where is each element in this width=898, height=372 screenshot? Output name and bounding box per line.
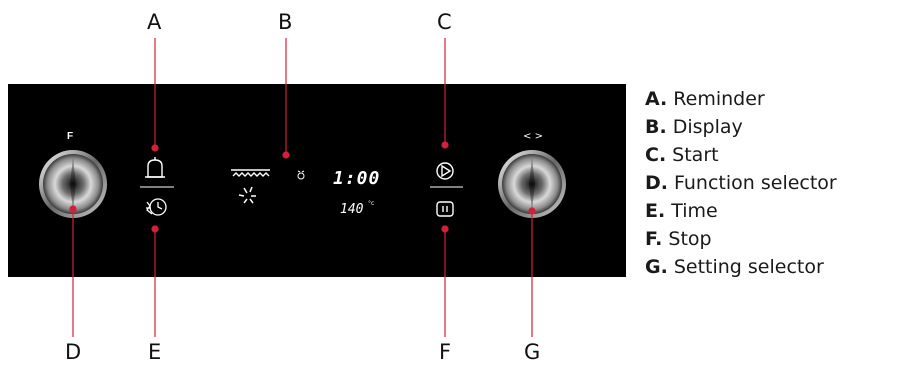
leader-f-dot — [441, 225, 449, 233]
legend-item-reminder: A.Reminder — [645, 88, 765, 110]
legend-item-setting-selector: G.Setting selector — [645, 256, 824, 278]
play-icon[interactable] — [436, 162, 454, 180]
grill-icon — [231, 169, 270, 177]
bell-icon[interactable] — [145, 157, 165, 178]
fan-icon — [238, 186, 256, 204]
callout-d: D — [65, 340, 82, 364]
leader-a-dot — [151, 144, 159, 152]
alarm-icon — [297, 170, 305, 180]
function-selector-knob[interactable] — [39, 150, 107, 218]
callout-b: B — [278, 10, 293, 34]
setting-selector-knob[interactable] — [498, 150, 566, 218]
legend-item-start: C.Start — [645, 144, 719, 166]
legend-item-time: E.Time — [645, 200, 718, 222]
leader-e-dot — [151, 225, 159, 233]
timer-icon[interactable] — [146, 198, 167, 216]
leader-g-dot — [528, 207, 536, 215]
callout-g: G — [524, 340, 541, 364]
legend: A.Reminder B.Display C.Start D.Function … — [645, 85, 837, 281]
display-temperature-unit: °c — [368, 200, 374, 207]
leader-d-dot — [69, 205, 77, 213]
callout-a: A — [147, 10, 162, 34]
legend-item-stop: F.Stop — [645, 228, 712, 250]
legend-item-display: B.Display — [645, 116, 743, 138]
display-time: 1:00 — [333, 168, 380, 189]
display-temperature: 140 — [340, 202, 364, 217]
legend-item-function-selector: D.Function selector — [645, 172, 837, 194]
function-knob-label: F — [67, 131, 73, 142]
setting-knob-label: < > — [523, 131, 543, 142]
callout-c: C — [437, 10, 452, 34]
pause-icon[interactable] — [436, 201, 454, 217]
leader-c-dot — [441, 141, 449, 149]
callout-f: F — [439, 340, 452, 364]
callout-e: E — [148, 340, 162, 364]
leader-b-dot — [282, 151, 290, 159]
